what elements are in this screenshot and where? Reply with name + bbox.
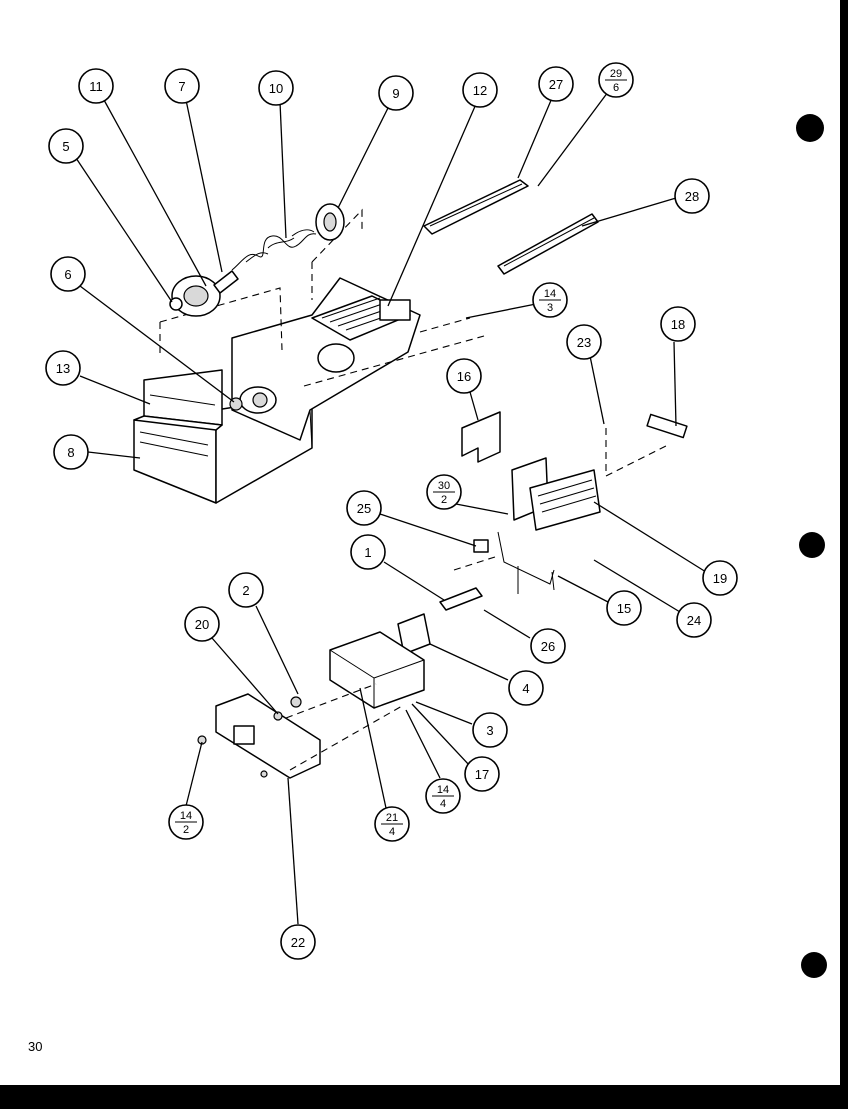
callout-label: 19 <box>713 571 727 586</box>
ice-bucket-assembly <box>133 208 421 504</box>
callout-top: 14 <box>180 810 192 822</box>
callout-label: 28 <box>685 189 699 204</box>
callout-c2: 2 <box>228 572 264 608</box>
callout-c25: 25 <box>346 490 382 526</box>
callout-c28: 28 <box>674 178 710 214</box>
callout-label: 10 <box>269 81 283 96</box>
callout-c11: 11 <box>78 68 114 104</box>
leader-lines <box>75 91 707 925</box>
callout-label: 11 <box>89 79 103 94</box>
slide-rails <box>303 179 599 387</box>
callout-c7: 7 <box>164 68 200 104</box>
callout-label: 20 <box>195 617 209 632</box>
punch-hole-bottom <box>801 952 827 978</box>
callout-c12: 12 <box>462 72 498 108</box>
callout-c27: 27 <box>538 66 574 102</box>
callout-bottom: 6 <box>613 82 619 94</box>
ice-maker-assembly <box>461 411 688 594</box>
callout-c14-2: 14 2 <box>168 804 204 840</box>
page-number: 30 <box>28 1039 43 1054</box>
callout-c13: 13 <box>45 350 81 386</box>
callout-c6: 6 <box>50 256 86 292</box>
callout-c9: 9 <box>378 75 414 111</box>
callout-c14-4: 14 4 <box>425 778 461 814</box>
callout-c19: 19 <box>702 560 738 596</box>
callout-c17: 17 <box>464 756 500 792</box>
callout-top: 29 <box>610 68 622 80</box>
callout-c15: 15 <box>606 590 642 626</box>
callout-label: 12 <box>473 83 487 98</box>
callout-c3: 3 <box>472 712 508 748</box>
callout-label: 5 <box>62 139 69 154</box>
callout-c24: 24 <box>676 602 712 638</box>
callout-c5: 5 <box>48 128 84 164</box>
callout-label: 4 <box>522 681 529 696</box>
callout-top: 14 <box>544 288 556 300</box>
callout-c22: 22 <box>280 924 316 960</box>
callout-c8: 8 <box>53 434 89 470</box>
callout-label: 3 <box>486 723 493 738</box>
callout-label: 18 <box>671 317 685 332</box>
callout-label: 24 <box>687 613 701 628</box>
callout-label: 26 <box>541 639 555 654</box>
callout-label: 23 <box>577 335 591 350</box>
callout-label: 9 <box>392 86 399 101</box>
callout-c20: 20 <box>184 606 220 642</box>
callout-c18: 18 <box>660 306 696 342</box>
callout-label: 1 <box>364 545 371 560</box>
callout-label: 13 <box>56 361 70 376</box>
callout-c23: 23 <box>566 324 602 360</box>
callout-label: 16 <box>457 369 471 384</box>
punch-hole-middle <box>799 532 825 558</box>
control-bracket-assembly <box>197 539 499 779</box>
punch-hole-top <box>796 114 824 142</box>
callout-top: 21 <box>386 812 398 824</box>
callout-c1: 1 <box>350 534 386 570</box>
callout-label: 22 <box>291 935 305 950</box>
callout-label: 8 <box>67 445 74 460</box>
callout-c21-4: 21 4 <box>374 806 410 842</box>
auger-drive-parts <box>169 203 345 411</box>
callout-bottom: 4 <box>440 798 446 810</box>
callout-c16: 16 <box>446 358 482 394</box>
callout-c4: 4 <box>508 670 544 706</box>
callout-label: 27 <box>549 77 563 92</box>
callout-label: 25 <box>357 501 371 516</box>
callout-bottom: 2 <box>441 494 447 506</box>
callout-c29-6: 29 6 <box>598 62 634 98</box>
callout-top: 30 <box>438 480 450 492</box>
callout-label: 7 <box>178 79 185 94</box>
callout-bottom: 3 <box>547 302 553 314</box>
callout-c26: 26 <box>530 628 566 664</box>
callout-label: 17 <box>475 767 489 782</box>
callout-top: 14 <box>437 784 449 796</box>
callout-bottom: 2 <box>183 824 189 836</box>
callout-c14-3: 14 3 <box>532 282 568 318</box>
callout-c10: 10 <box>258 70 294 106</box>
callout-label: 6 <box>64 267 71 282</box>
callout-label: 2 <box>242 583 249 598</box>
callout-label: 15 <box>617 601 631 616</box>
callout-bottom: 4 <box>389 826 395 838</box>
callout-c30-2: 30 2 <box>426 474 462 510</box>
